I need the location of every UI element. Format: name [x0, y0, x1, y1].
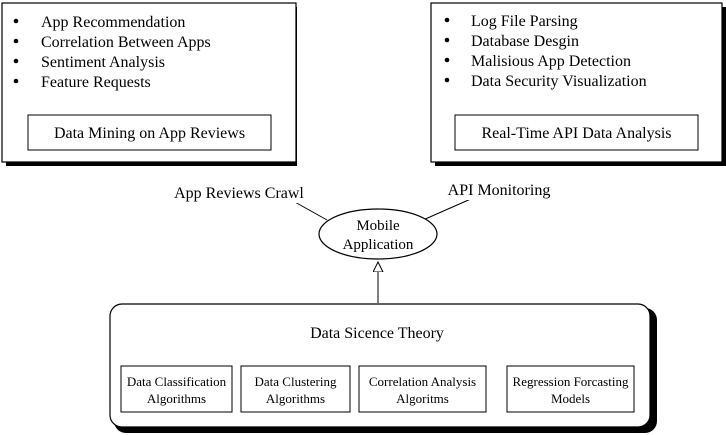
bullet-icon	[444, 17, 450, 23]
method-box-line1: Regression Forcasting	[513, 374, 629, 389]
left-panel-title: Data Mining on App Reviews	[54, 125, 245, 142]
left-title-box	[27, 114, 272, 151]
method-box-line1: Data Classification	[127, 374, 227, 389]
right-panel-title: Real-Time API Data Analysis	[481, 125, 671, 142]
left-bullet-item: Correlation Between Apps	[41, 34, 211, 51]
bullet-icon	[444, 57, 450, 63]
method-box-line1: Data Clustering	[255, 374, 337, 389]
method-box-line2: Models	[551, 391, 590, 406]
left-panel: App Recommendation Correlation Between A…	[1, 2, 297, 166]
left-bullet-list: App Recommendation Correlation Between A…	[13, 14, 211, 91]
method-box-correlation	[358, 365, 487, 413]
method-box-line2: Algoritms	[396, 391, 449, 406]
left-bullet-item: Feature Requests	[41, 74, 151, 91]
bullet-icon	[13, 38, 19, 44]
left-bullet-item: Sentiment Analysis	[41, 54, 165, 71]
method-box-classification	[120, 365, 233, 413]
right-title-box	[454, 114, 699, 151]
right-panel: Log File Parsing Database Desgin Malisio…	[430, 2, 726, 166]
method-box-clustering	[240, 365, 351, 413]
bullet-icon	[444, 37, 450, 43]
right-edge-label: API Monitoring	[448, 182, 551, 199]
right-bullet-item: Malisious App Detection	[471, 53, 631, 70]
center-label-line2: Application	[343, 237, 414, 253]
left-bullet-item: App Recommendation	[41, 14, 185, 31]
method-box-line2: Algorithms	[147, 391, 206, 406]
left-edge-label: App Reviews Crawl	[174, 185, 304, 202]
method-box-line2: Algorithms	[266, 391, 325, 406]
bottom-panel: Data Sicence Theory Data Classification …	[109, 303, 657, 433]
bullet-icon	[13, 58, 19, 64]
right-bullet-item: Log File Parsing	[471, 13, 578, 30]
right-bullet-item: Data Security Visualization	[471, 73, 647, 90]
center-label-line1: Mobile	[356, 218, 400, 234]
method-box-regression	[506, 365, 635, 413]
method-box-line1: Correlation Analysis	[369, 374, 476, 389]
mobile-application-node: Mobile Application	[318, 208, 438, 260]
right-bullet-list: Log File Parsing Database Desgin Malisio…	[444, 13, 647, 90]
bullet-icon	[13, 78, 19, 84]
bullet-icon	[444, 77, 450, 83]
bottom-panel-title: Data Sicence Theory	[310, 325, 444, 342]
bullet-icon	[13, 18, 19, 24]
right-bullet-item: Database Desgin	[471, 33, 579, 50]
